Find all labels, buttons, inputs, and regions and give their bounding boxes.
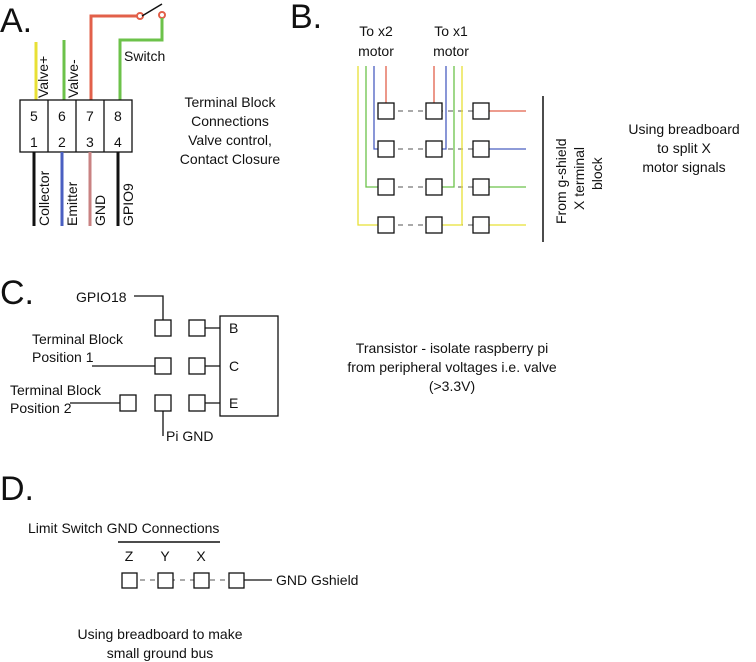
- switch-lever: [141, 3, 163, 17]
- tb1-label-line1: Terminal Block: [32, 331, 124, 347]
- svg-text:Using breadboard to make: Using breadboard to make: [78, 626, 243, 642]
- gnd-label: GND: [92, 195, 108, 226]
- axis-y-label: Y: [160, 548, 170, 564]
- svg-text:Contact Closure: Contact Closure: [180, 151, 281, 167]
- pin-2: 2: [58, 134, 66, 150]
- pin-6: 6: [58, 108, 66, 124]
- svg-text:block: block: [589, 156, 605, 190]
- to-x1-label: To x1: [434, 23, 468, 39]
- svg-text:From g-shield: From g-shield: [553, 138, 569, 224]
- tb2-label-line1: Terminal Block: [10, 382, 102, 398]
- transistor-pin-b: B: [229, 320, 238, 336]
- x1-green-wire: [434, 66, 455, 188]
- switch-contact-right: [158, 11, 166, 19]
- svg-text:Using breadboard: Using breadboard: [628, 121, 739, 137]
- section-d-description: Using breadboard to make small ground bu…: [78, 626, 243, 661]
- section-a-heading: A.: [0, 2, 32, 40]
- pin-1: 1: [30, 134, 38, 150]
- svg-text:Terminal Block: Terminal Block: [184, 94, 276, 110]
- svg-text:from peripheral voltages i.e.: from peripheral voltages i.e. valve: [347, 359, 557, 375]
- switch-wire-green: [118, 18, 164, 100]
- collector-label: Collector: [36, 170, 52, 226]
- section-b-description: Using breadboard to split X motor signal…: [628, 121, 739, 175]
- pin-7: 7: [86, 108, 94, 124]
- pin-5: 5: [30, 108, 38, 124]
- svg-text:to split X: to split X: [657, 140, 711, 156]
- transistor-pin-e: E: [229, 395, 238, 411]
- to-x1-motor-label: motor: [433, 43, 469, 59]
- section-a-description: Terminal Block Connections Valve control…: [180, 94, 281, 167]
- section-c-heading: C.: [0, 274, 34, 312]
- valve-plus-label: Valve+: [35, 56, 51, 98]
- svg-text:Valve control,: Valve control,: [188, 132, 272, 148]
- transistor-pin-c: C: [229, 358, 239, 374]
- svg-text:(>3.3V): (>3.3V): [429, 378, 475, 394]
- breadboard-holes-d: [121, 572, 245, 589]
- axis-z-label: Z: [125, 548, 134, 564]
- svg-text:motor signals: motor signals: [642, 159, 725, 175]
- x1-yellow-wire: [434, 66, 463, 226]
- svg-text:Connections: Connections: [191, 113, 269, 129]
- breadboard-holes-c: [119, 319, 206, 412]
- switch-label: Switch: [124, 48, 165, 64]
- switch-wire-red: [89, 14, 140, 100]
- gshield-side-label: From g-shield X terminal block: [553, 138, 605, 224]
- to-x2-label: To x2: [359, 23, 393, 39]
- axis-x-label: X: [196, 548, 206, 564]
- section-b-heading: B.: [290, 0, 322, 36]
- emitter-label: Emitter: [64, 181, 80, 226]
- breadboard-holes-b: [377, 102, 490, 234]
- pi-gnd-label: Pi GND: [166, 428, 213, 444]
- pin-8: 8: [114, 108, 122, 124]
- section-d-heading: D.: [0, 470, 34, 508]
- to-x2-motor-label: motor: [358, 43, 394, 59]
- section-c-description: Transistor - isolate raspberry pi from p…: [347, 340, 557, 394]
- gpio9-label: GPIO9: [120, 183, 136, 226]
- valve-minus-label: Valve-: [65, 59, 81, 98]
- x2-green-wire: [365, 66, 386, 188]
- x2-yellow-wire: [357, 66, 386, 226]
- svg-text:small ground bus: small ground bus: [107, 645, 214, 661]
- svg-text:Transistor - isolate raspberry: Transistor - isolate raspberry pi: [356, 340, 548, 356]
- limit-switch-title: Limit Switch GND Connections: [28, 520, 219, 536]
- gpio18-label: GPIO18: [76, 289, 127, 305]
- pin-3: 3: [86, 134, 94, 150]
- svg-text:X terminal: X terminal: [571, 147, 587, 210]
- pin-4: 4: [114, 134, 122, 150]
- tb1-label-line2: Position 1: [32, 349, 94, 365]
- gnd-gshield-label: GND Gshield: [276, 572, 358, 588]
- tb2-label-line2: Position 2: [10, 400, 72, 416]
- gpio18-wire: [134, 295, 164, 320]
